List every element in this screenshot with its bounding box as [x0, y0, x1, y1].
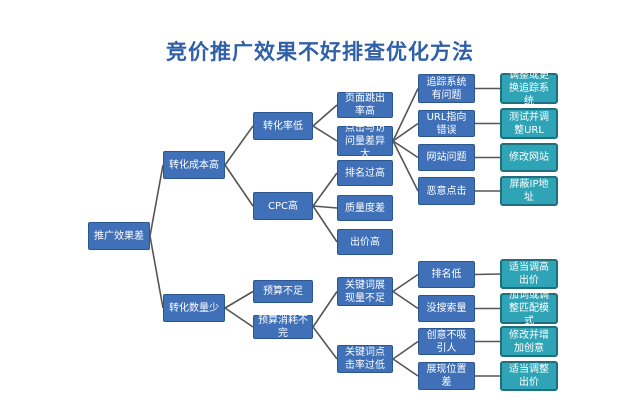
connector-click_visit_gap-site_issue	[392, 140, 419, 159]
connector-kw_impr_low-no_search	[392, 290, 419, 310]
connector-kw_ctr_low-creative_weak	[392, 340, 419, 360]
connector-budget_unused-kw_ctr_low	[312, 326, 338, 360]
solution-raise-bid: 适当调高出价	[500, 259, 558, 289]
node-quality-bad: 质量度差	[337, 195, 393, 221]
solution-fix-creative: 修改并增加创意	[500, 326, 558, 357]
node-tracking-issue: 追踪系统有问题	[418, 74, 475, 103]
node-cost-high: 转化成本高	[163, 151, 225, 179]
diagram-title: 竞价推广效果不好排查优化方法	[166, 40, 474, 64]
node-budget-short: 预算不足	[253, 280, 313, 303]
connector-click_visit_gap-tracking_issue	[392, 88, 419, 142]
node-position-bad: 展现位置差	[418, 362, 475, 390]
node-click-visit-gap: 点击与访问量差异大	[337, 123, 393, 160]
node-creative-weak: 创意不吸引人	[418, 328, 475, 355]
node-cpc-high: CPC高	[253, 192, 313, 220]
node-url-error: URL指向错误	[418, 110, 475, 137]
node-root: 推广效果差	[88, 222, 150, 250]
connector-cpc_high-rank_too_high	[312, 172, 338, 207]
solution-adjust-bid: 适当调整出价	[500, 361, 558, 391]
node-bounce-high: 页面跳出率高	[337, 92, 393, 118]
connector-rank_low-raise_bid	[474, 273, 501, 276]
node-rank-too-high: 排名过高	[337, 160, 393, 186]
node-bid-high: 出价高	[337, 229, 393, 255]
connector-count_low-budget_unused	[224, 307, 254, 328]
node-count-low: 转化数量少	[163, 294, 225, 322]
node-rank-low: 排名低	[418, 261, 475, 288]
solution-add-keywords: 加词或调整匹配模式	[500, 290, 558, 327]
node-budget-unused: 预算消耗不完	[253, 315, 313, 339]
connector-cost_high-cpc_high	[224, 164, 254, 207]
connector-budget_unused-kw_impr_low	[312, 291, 338, 328]
node-fraud-click: 恶意点击	[418, 177, 475, 205]
connector-cost_high-rate_low	[224, 125, 254, 166]
solution-fix-tracking: 调整或更换追踪系统	[500, 70, 558, 107]
connector-root-cost_high	[149, 164, 164, 237]
node-rate-low: 转化率低	[253, 112, 313, 140]
connector-click_visit_gap-fraud_click	[392, 140, 419, 192]
connector-kw_impr_low-rank_low	[392, 273, 419, 293]
connector-root-count_low	[149, 235, 164, 309]
connector-kw_ctr_low-position_bad	[392, 358, 419, 377]
connector-click_visit_gap-url_error	[392, 122, 419, 142]
connector-rate_low-bounce_high	[312, 104, 338, 127]
node-site-issue: 网站问题	[418, 144, 475, 171]
connector-cpc_high-bid_high	[312, 205, 338, 243]
node-keyword-ctr-low: 关键词点击率过低	[337, 345, 393, 373]
solution-fix-site: 修改网站	[500, 143, 558, 172]
solution-block-ip: 屏蔽IP地址	[500, 176, 558, 206]
connector-cpc_high-quality_bad	[312, 205, 338, 209]
connector-count_low-budget_short	[224, 290, 254, 309]
node-no-search-volume: 没搜索量	[418, 295, 475, 322]
solution-fix-url: 测试并调整URL	[500, 108, 558, 139]
node-keyword-impressions-low: 关键词展现量不足	[337, 277, 393, 306]
connector-rate_low-click_visit_gap	[312, 125, 338, 142]
